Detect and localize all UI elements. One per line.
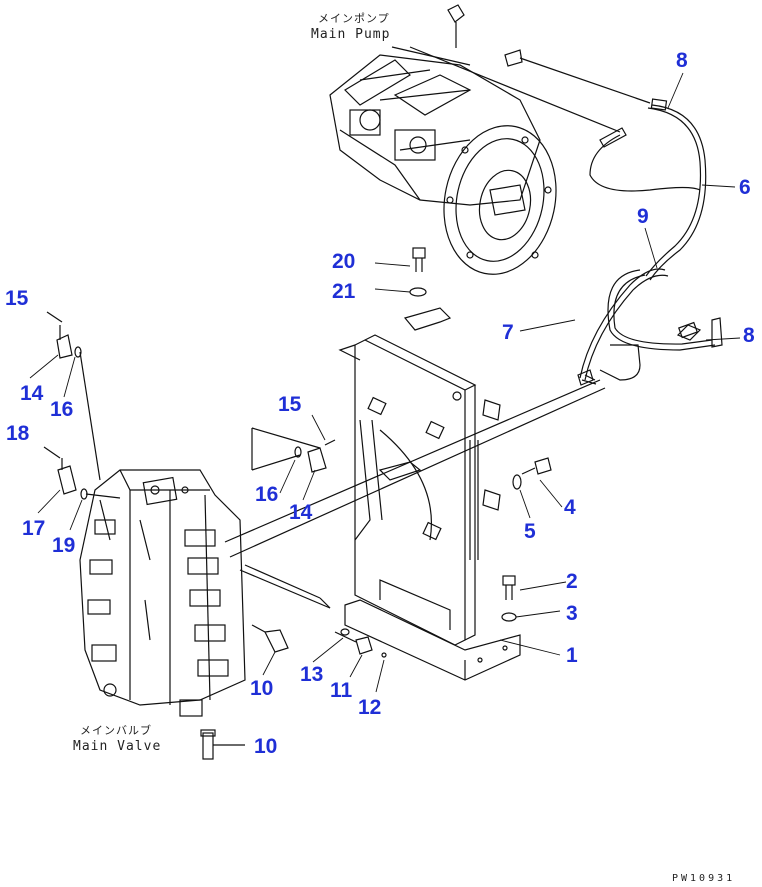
- callout-7[interactable]: 7: [502, 321, 514, 344]
- bolt-2: [502, 575, 516, 600]
- callout-2[interactable]: 2: [566, 570, 578, 593]
- callout-5[interactable]: 5: [524, 520, 536, 543]
- callout-10-upper[interactable]: 10: [250, 677, 274, 700]
- callout-3[interactable]: 3: [566, 602, 578, 625]
- callout-19[interactable]: 19: [52, 534, 76, 557]
- o-ring-13: [340, 628, 350, 636]
- callout-16-middle[interactable]: 16: [255, 483, 279, 506]
- bracket-1: [338, 334, 521, 681]
- o-ring-16-middle: [294, 446, 302, 458]
- callout-6[interactable]: 6: [739, 176, 751, 199]
- callout-1[interactable]: 1: [566, 644, 578, 667]
- washer-5: [512, 474, 522, 490]
- elbow-14-middle: [307, 439, 336, 473]
- callout-11[interactable]: 11: [330, 679, 353, 702]
- callout-8-lower[interactable]: 8: [743, 324, 755, 347]
- main-valve-drawing: [79, 469, 246, 717]
- hose-9: [607, 269, 723, 351]
- main-pump-drawing: [329, 4, 557, 275]
- clip: [403, 307, 452, 331]
- callout-4[interactable]: 4: [564, 496, 576, 519]
- callout-8-upper[interactable]: 8: [676, 49, 688, 72]
- sensor-10-lower: [200, 729, 245, 760]
- main-pump-label-en: Main Pump: [311, 27, 391, 42]
- elbow-17: [57, 458, 77, 495]
- o-ring-12: [381, 652, 387, 658]
- callout-20[interactable]: 20: [332, 250, 356, 273]
- callout-14-left[interactable]: 14: [20, 382, 44, 405]
- callout-17[interactable]: 17: [22, 517, 46, 540]
- washer-21: [409, 287, 427, 297]
- callout-16-left[interactable]: 16: [50, 398, 74, 421]
- callout-9[interactable]: 9: [637, 205, 649, 228]
- callout-18[interactable]: 18: [6, 422, 30, 445]
- callout-15-middle[interactable]: 15: [278, 393, 302, 416]
- hose-6: [589, 98, 707, 281]
- adapter-11: [334, 631, 373, 655]
- main-pump-label-jp: メインポンプ: [318, 12, 390, 25]
- bolt-4: [521, 457, 552, 475]
- main-valve-label-jp: メインバルブ: [80, 724, 152, 737]
- callout-14-middle[interactable]: 14: [289, 501, 313, 524]
- callout-12[interactable]: 12: [358, 696, 382, 719]
- hose-7: [579, 268, 669, 385]
- elbow-14-left: [56, 325, 73, 359]
- bolt-20: [412, 247, 426, 272]
- callout-15-left[interactable]: 15: [5, 287, 29, 310]
- drawing-code: PW10931: [672, 873, 736, 884]
- callout-10-lower[interactable]: 10: [254, 735, 278, 758]
- leader-lines: [29, 72, 741, 693]
- washer-3: [501, 612, 517, 622]
- o-ring-16-left: [74, 346, 82, 358]
- sensor-10-upper: [251, 624, 289, 653]
- fitting-8-lower: [678, 321, 698, 339]
- callout-13[interactable]: 13: [300, 663, 324, 686]
- main-valve-label-en: Main Valve: [73, 739, 162, 754]
- callout-21[interactable]: 21: [332, 280, 356, 303]
